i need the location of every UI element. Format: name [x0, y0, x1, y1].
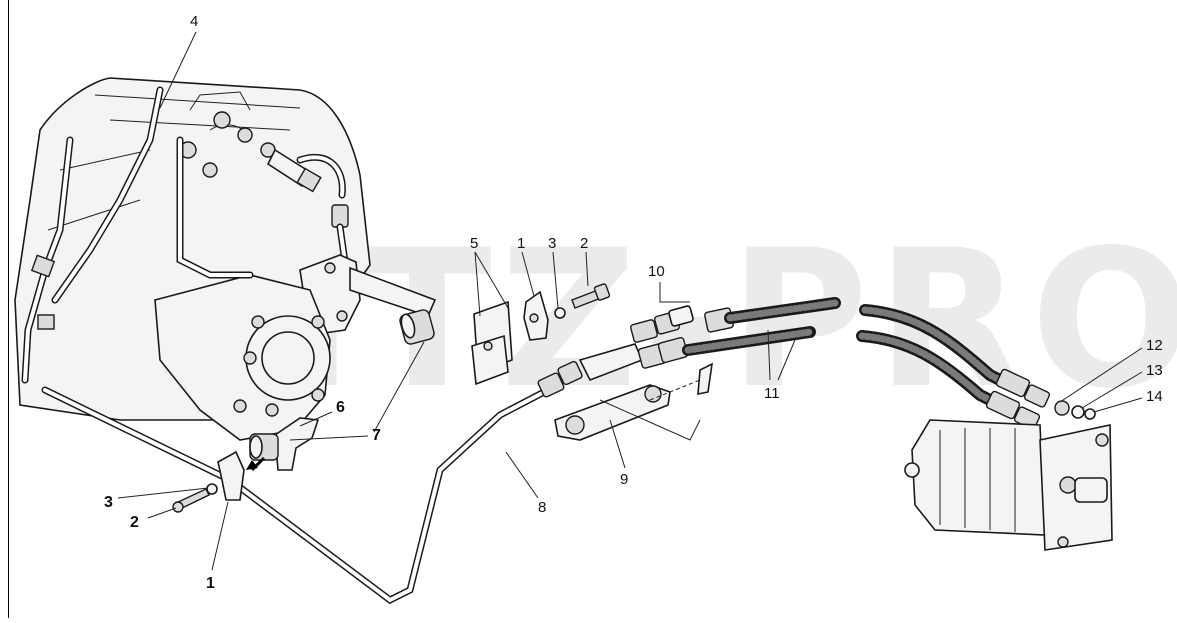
callout-12: 12 — [1146, 337, 1163, 354]
callout-5: 5 — [470, 235, 478, 252]
hydraulic-unit — [904, 419, 1113, 551]
bushings-bracket — [246, 309, 435, 472]
callout-6: 6 — [336, 399, 345, 416]
callout-10: 10 — [648, 263, 665, 280]
leader-lines — [117, 31, 1143, 571]
callout-3-left: 3 — [104, 494, 113, 511]
callout-8: 8 — [538, 499, 546, 516]
callout-1-bottom: 1 — [206, 575, 215, 592]
callout-14: 14 — [1146, 388, 1163, 405]
callout-1-mid: 1 — [517, 235, 525, 252]
callout-13: 13 — [1146, 362, 1163, 379]
pipe-clamp-bottom — [172, 450, 245, 513]
callout-labels: 4 5 1 3 2 10 6 7 3 2 1 8 9 11 12 13 14 — [104, 13, 1163, 592]
valve-plate — [554, 343, 701, 441]
callout-9: 9 — [620, 471, 628, 488]
callout-3-mid: 3 — [548, 235, 556, 252]
callout-2-mid: 2 — [580, 235, 588, 252]
callout-11: 11 — [764, 385, 780, 402]
middle-bracket-set — [471, 283, 611, 386]
callout-4: 4 — [190, 13, 198, 30]
fittings-hoses — [630, 297, 1096, 430]
callout-2-left: 2 — [130, 514, 139, 531]
callout-7: 7 — [372, 427, 381, 444]
pump-housing — [14, 77, 437, 441]
left-border-line — [8, 0, 9, 618]
